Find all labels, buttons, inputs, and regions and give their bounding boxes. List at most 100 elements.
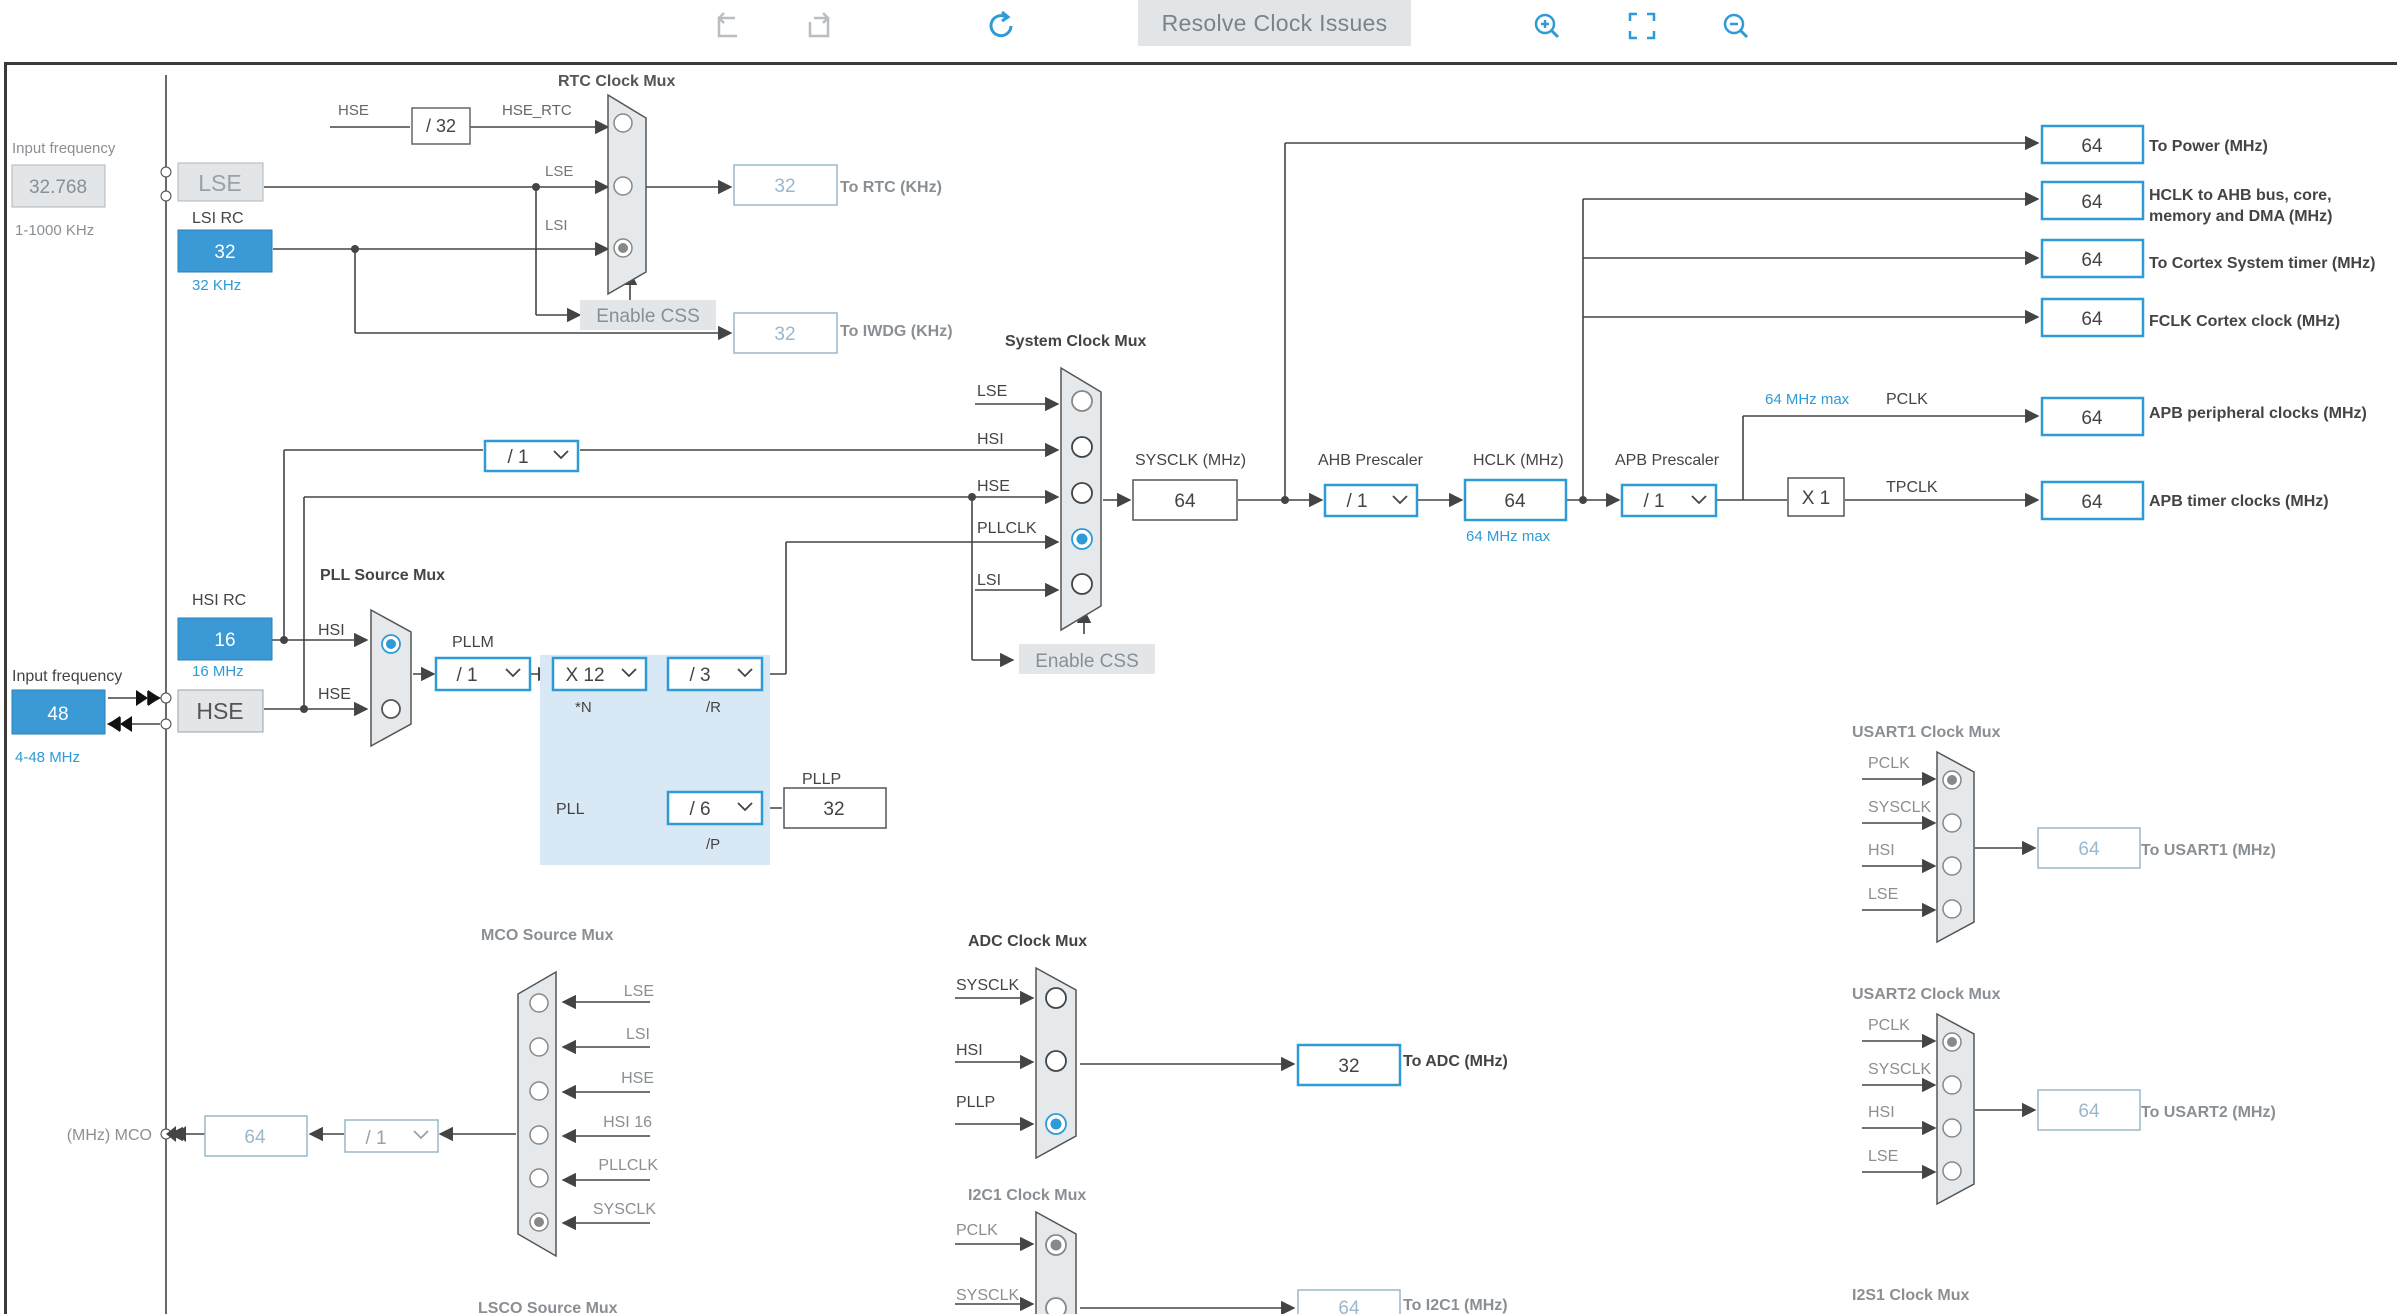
cortex-timer-label: To Cortex System timer (MHz) [2149, 255, 2375, 272]
usart2-radio-lse[interactable] [1942, 1161, 1962, 1181]
rtc-hse-label: HSE [338, 102, 369, 119]
usart1-input-sysclk: SYSCLK [1868, 799, 1931, 816]
usart1-input-lse: LSE [1868, 886, 1898, 903]
refresh-icon[interactable] [982, 6, 1022, 46]
fclk-label: FCLK Cortex clock (MHz) [2149, 313, 2340, 330]
fit-screen-icon[interactable] [1622, 6, 1662, 46]
hse-input-frequency-value: 48 [47, 704, 68, 725]
usart1-radio-pclk-dot [1947, 775, 1957, 785]
cortex-timer-field[interactable] [2040, 238, 2145, 279]
pllp-field[interactable] [783, 787, 887, 829]
mco-divider-select[interactable]: / 1 [344, 1119, 439, 1153]
hse-input-frequency-field[interactable] [11, 689, 106, 735]
usart1-clock-mux [1936, 750, 1975, 944]
adc-input-pllp: PLLP [956, 1094, 995, 1111]
rtc-enable-css-button[interactable] [580, 300, 716, 330]
fclk-field[interactable] [2040, 297, 2145, 338]
hse-range-label: 4-48 MHz [15, 749, 80, 766]
zoom-out-icon[interactable] [1716, 6, 1756, 46]
rtc-mux-radio-lse[interactable] [613, 176, 633, 196]
hclk-field[interactable] [1463, 478, 1568, 522]
mco-radio-hse[interactable] [529, 1081, 549, 1101]
hse-oscillator [177, 689, 264, 733]
to-iwdg-field[interactable] [733, 312, 838, 354]
usart1-radio-hsi[interactable] [1942, 856, 1962, 876]
sys-radio-lsi[interactable] [1071, 573, 1093, 595]
zoom-in-icon[interactable] [1527, 6, 1567, 46]
sys-radio-hsi[interactable] [1071, 436, 1093, 458]
pll-src-radio-hse[interactable] [381, 699, 401, 719]
to-rtc-field[interactable] [733, 164, 838, 206]
to-i2c1-field[interactable] [1297, 1289, 1401, 1314]
undo-icon[interactable] [707, 6, 747, 46]
apb-prescaler-select[interactable]: / 1 [1620, 483, 1718, 518]
mco-mux-title: MCO Source Mux [481, 927, 614, 944]
lse-input-frequency-field[interactable] [11, 164, 106, 208]
pll-source-mux [370, 608, 412, 748]
to-adc-field[interactable] [1296, 1043, 1402, 1087]
pll-r-select[interactable]: / 3 [666, 656, 764, 692]
pll-area-label: PLL [556, 801, 585, 818]
hclk-ahb-field[interactable] [2040, 180, 2145, 221]
pllm-label: PLLM [452, 634, 494, 651]
usart2-radio-sysclk[interactable] [1942, 1075, 1962, 1095]
to-power-field[interactable] [2040, 124, 2145, 165]
output-cortex-timer: 64 To Cortex System timer (MHz) [2040, 238, 2375, 279]
hse-rtc-divider-value: / 32 [426, 116, 456, 136]
usart2-radio-hsi[interactable] [1942, 1118, 1962, 1138]
mco-input-hsi16: HSI 16 [603, 1114, 652, 1131]
sys-hse-label: HSE [977, 478, 1010, 495]
usart2-mux-title: USART2 Clock Mux [1852, 986, 2001, 1003]
redo-icon[interactable] [800, 6, 840, 46]
clock-tree-canvas [4, 62, 2397, 1314]
pll-p-value: / 6 [689, 799, 710, 820]
sys-enable-css-label: Enable CSS [1035, 651, 1139, 672]
resolve-clock-issues-button[interactable]: Resolve Clock Issues [1138, 0, 1411, 46]
mco-radio-hsi16[interactable] [529, 1125, 549, 1145]
mco-radio-lsi[interactable] [529, 1037, 549, 1057]
chevron-down-icon [413, 1130, 429, 1140]
pllm-select[interactable]: / 1 [434, 656, 532, 692]
lsco-mux-title: LSCO Source Mux [478, 1300, 618, 1314]
adc-radio-hsi[interactable] [1045, 1050, 1067, 1072]
rtc-mux-radio-hse[interactable] [613, 113, 633, 133]
sys-radio-hse[interactable] [1071, 482, 1093, 504]
tpclk-label: TPCLK [1886, 479, 1938, 496]
sysclk-field[interactable] [1132, 479, 1238, 521]
lsi-rc-field[interactable] [177, 229, 273, 273]
mco-radio-sysclk-dot [534, 1217, 544, 1227]
mco-radio-pllclk[interactable] [529, 1168, 549, 1188]
i2c1-input-sysclk: SYSCLK [956, 1287, 1019, 1304]
to-usart1-field[interactable] [2037, 827, 2141, 869]
apb-timer-value: 64 [2081, 492, 2103, 513]
usart2-input-lse: LSE [1868, 1148, 1898, 1165]
sys-radio-lse[interactable] [1071, 390, 1093, 412]
mco-output-field[interactable] [204, 1115, 308, 1157]
usart1-radio-sysclk[interactable] [1942, 813, 1962, 833]
hclk-max-label: 64 MHz max [1466, 528, 1551, 545]
pll-n-select[interactable]: X 12 [551, 656, 648, 692]
pclk-max-label: 64 MHz max [1765, 391, 1850, 408]
pclk-label: PCLK [1886, 391, 1928, 408]
ahb-prescaler-select[interactable]: / 1 [1323, 483, 1419, 518]
adc-radio-sysclk[interactable] [1045, 987, 1067, 1009]
mco-radio-lse[interactable] [529, 993, 549, 1013]
hse-input-arrow-icon [136, 690, 160, 706]
hsi-rc-field[interactable] [177, 617, 273, 661]
sys-enable-css-button[interactable] [1019, 644, 1155, 674]
i2c1-radio-sysclk[interactable] [1045, 1297, 1067, 1314]
output-fclk: 64 FCLK Cortex clock (MHz) [2040, 297, 2340, 338]
hclk-ahb-value: 64 [2081, 192, 2103, 213]
to-usart2-field[interactable] [2037, 1089, 2141, 1131]
mco-output-value: 64 [244, 1127, 266, 1148]
i2c1-mux-title: I2C1 Clock Mux [968, 1187, 1086, 1204]
pll-src-radio-hsi-dot [386, 639, 396, 649]
pll-p-label: /P [706, 836, 720, 853]
usart1-radio-lse[interactable] [1942, 899, 1962, 919]
pll-p-select[interactable]: / 6 [666, 790, 764, 826]
apb-peripheral-field[interactable] [2040, 396, 2145, 437]
apb-timer-field[interactable] [2040, 480, 2145, 521]
hsi-sys-divider-select[interactable]: / 1 [483, 439, 580, 473]
output-apb-peripheral: 64 APB peripheral clocks (MHz) [2040, 396, 2367, 437]
